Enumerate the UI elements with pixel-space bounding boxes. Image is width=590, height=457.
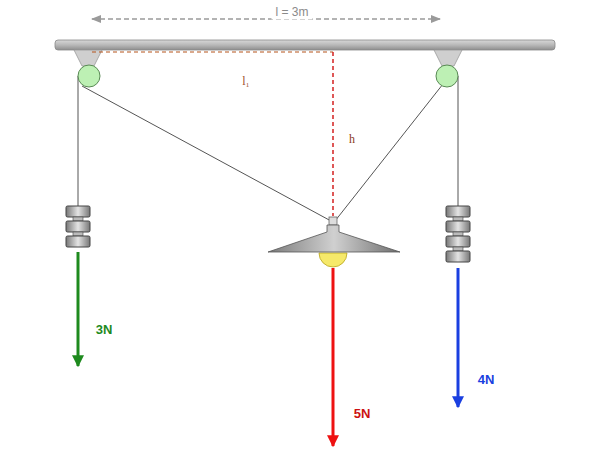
force-label: 4N xyxy=(478,373,495,387)
pulley xyxy=(78,65,100,87)
dimension-label: l = 3m xyxy=(271,6,312,19)
weight-stack xyxy=(446,206,470,262)
force-arrow xyxy=(77,252,80,366)
string xyxy=(458,76,459,206)
weight xyxy=(446,221,470,232)
weight xyxy=(66,221,90,232)
string xyxy=(78,76,79,206)
force-arrow xyxy=(457,268,460,407)
weight xyxy=(66,206,90,217)
weight xyxy=(446,251,470,262)
height-marker xyxy=(332,52,334,216)
weight-neck xyxy=(453,247,463,251)
weight-neck xyxy=(453,232,463,236)
weight-neck xyxy=(73,232,83,236)
length-marker xyxy=(92,51,333,52)
length-label: l₁ xyxy=(242,75,250,88)
pulley xyxy=(436,65,458,87)
string xyxy=(82,86,331,221)
force-arrow xyxy=(332,268,335,446)
lamp-bulb xyxy=(319,253,347,267)
pulley-bracket xyxy=(434,50,462,66)
weight xyxy=(66,236,90,247)
lamp-shade xyxy=(268,225,400,252)
weight-neck xyxy=(73,217,83,221)
weight xyxy=(446,206,470,217)
string xyxy=(335,84,443,221)
pulley-bracket xyxy=(74,50,102,66)
force-label: 3N xyxy=(96,323,113,337)
weight xyxy=(446,236,470,247)
weight-neck xyxy=(453,217,463,221)
dimension-line xyxy=(92,18,440,20)
force-label: 5N xyxy=(354,407,371,421)
height-label: h xyxy=(349,133,355,146)
weight-stack xyxy=(66,206,90,247)
lamp-hook xyxy=(329,217,337,225)
ceiling-bar xyxy=(55,40,555,50)
